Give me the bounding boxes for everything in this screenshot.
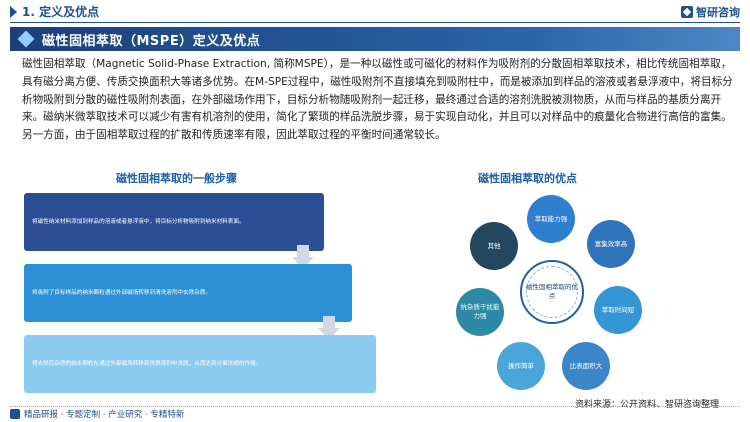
diamond-icon	[17, 30, 35, 48]
advantage-label: 其他	[487, 241, 501, 250]
page-title: 磁性固相萃取（MSPE）定义及优点	[42, 33, 261, 49]
brand: 智研咨询	[681, 4, 740, 20]
top-divider	[10, 22, 740, 23]
advantage-circle: 比表面积大	[562, 342, 610, 390]
advantage-label: 操作简单	[508, 361, 534, 370]
step-box-1: 将磁性纳米材料添加到样品的溶液或者悬浮液中，将目标分析物吸附到纳米材料表面。	[24, 193, 324, 251]
advantages-center-circle: 磁性固相萃取的优点	[520, 260, 584, 324]
step-box-3: 将去除完杂质的纳米颗粒在通过外部磁场转移到洗脱溶剂中洗脱，从而达到分离浓缩的作用…	[24, 335, 376, 393]
source-note: 资料来源：公开资料、智研咨询整理	[575, 400, 720, 410]
advantage-circle: 富集效率高	[587, 220, 635, 268]
title-banner: 磁性固相萃取（MSPE）定义及优点	[10, 27, 740, 51]
center-label: 磁性固相萃取的优点	[526, 283, 578, 300]
advantage-label: 萃取能力强	[534, 214, 568, 223]
brand-logo-icon	[681, 6, 693, 18]
footer-icon	[10, 409, 20, 419]
top-bar: 1. 定义及优点 智研咨询	[0, 0, 750, 24]
advantage-circle: 萃取能力强	[527, 195, 575, 243]
advantage-circle: 抗杂质干扰能力强	[456, 288, 504, 336]
advantages-title: 磁性固相萃取的优点	[478, 172, 577, 185]
advantage-label: 萃取时间短	[601, 305, 635, 314]
advantage-circle: 其他	[470, 222, 518, 270]
footer-divider	[10, 406, 740, 407]
advantage-label: 富集效率高	[594, 239, 628, 248]
section-title: 1. 定义及优点	[22, 5, 100, 19]
steps-title: 磁性固相萃取的一般步骤	[116, 172, 237, 185]
footer-text: 精品研报 · 专题定制 · 产业研究 · 专精特新	[24, 410, 185, 420]
advantage-label: 抗杂质干扰能力强	[460, 303, 500, 320]
advantage-label: 比表面积大	[569, 361, 603, 370]
step-box-2: 将吸附了目标样品的纳米颗粒通过外部磁场转移到清洗溶剂中去除杂质。	[24, 264, 352, 322]
triangle-marker-icon	[10, 6, 17, 18]
step-text-1: 将磁性纳米材料添加到样品的溶液或者悬浮液中，将目标分析物吸附到纳米材料表面。	[32, 218, 245, 225]
brand-name: 智研咨询	[696, 6, 740, 19]
step-text-2: 将吸附了目标样品的纳米颗粒通过外部磁场转移到清洗溶剂中去除杂质。	[32, 289, 212, 296]
advantage-circle: 萃取时间短	[594, 286, 642, 334]
intro-paragraph: 磁性固相萃取（Magnetic Solid-Phase Extraction, …	[22, 58, 733, 142]
advantage-circle: 操作简单	[497, 342, 545, 390]
footer: 精品研报 · 专题定制 · 产业研究 · 专精特新	[10, 408, 184, 420]
step-text-3: 将去除完杂质的纳米颗粒在通过外部磁场转移到洗脱溶剂中洗脱，从而达到分离浓缩的作用…	[32, 360, 262, 367]
